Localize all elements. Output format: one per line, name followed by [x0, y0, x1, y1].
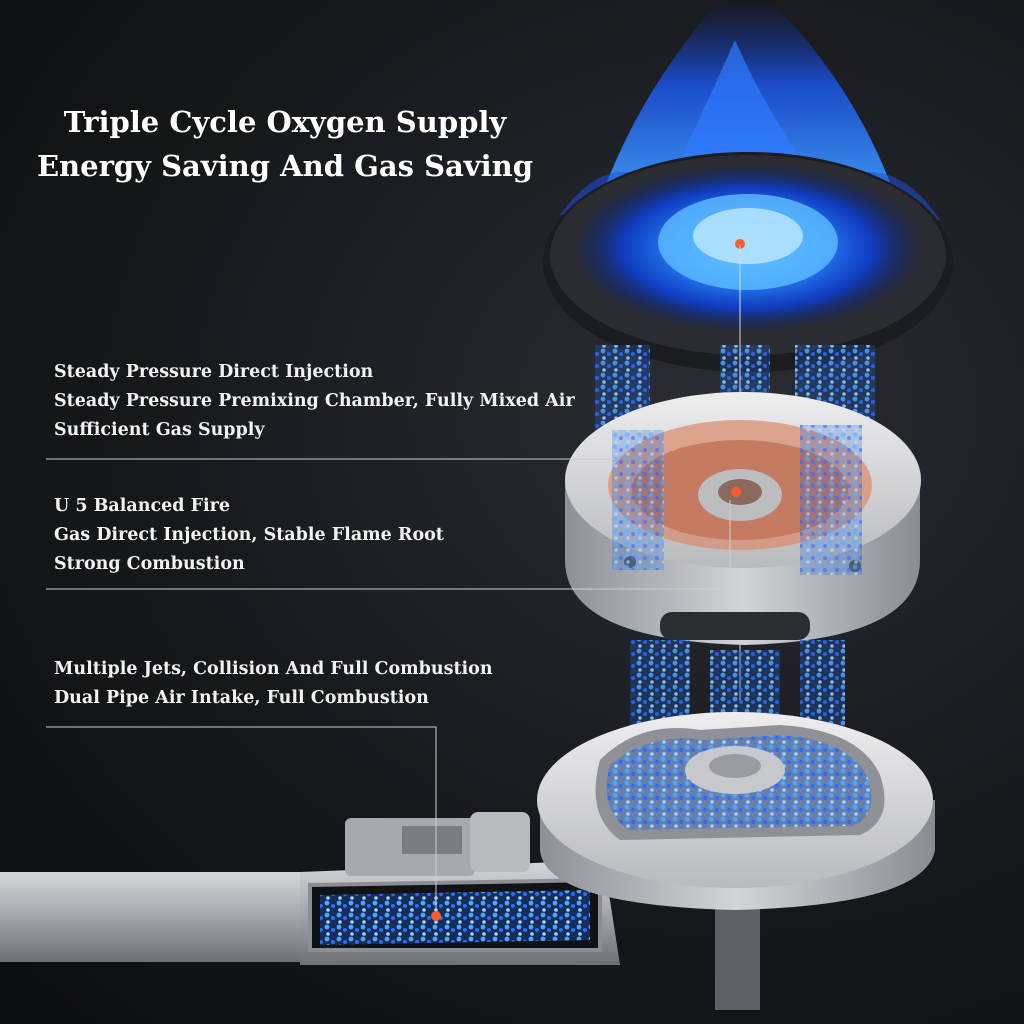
feature-line: U 5 Balanced Fire — [54, 496, 231, 516]
feature-line: Steady Pressure Premixing Chamber, Fully… — [54, 391, 575, 411]
feature-line: Gas Direct Injection, Stable Flame Root — [54, 525, 444, 545]
feature-line: Sufficient Gas Supply — [54, 420, 265, 440]
feature-block-balanced-fire: U 5 Balanced Fire Gas Direct Injection, … — [54, 492, 444, 579]
headline-line-1: Triple Cycle Oxygen Supply — [63, 105, 507, 139]
distributor-icon — [565, 392, 921, 645]
feature-block-injection: Steady Pressure Direct Injection Steady … — [54, 358, 575, 445]
gas-pipe-icon — [0, 712, 935, 1010]
feature-block-multiple-jets: Multiple Jets, Collision And Full Combus… — [54, 655, 493, 713]
feature-line: Dual Pipe Air Intake, Full Combustion — [54, 688, 429, 708]
feature-line: Multiple Jets, Collision And Full Combus… — [54, 659, 493, 679]
headline-line-2: Energy Saving And Gas Saving — [36, 149, 534, 183]
burner-cap-icon — [543, 152, 953, 372]
feature-line: Steady Pressure Direct Injection — [54, 362, 374, 382]
callout-lines — [46, 458, 731, 910]
feature-line: Strong Combustion — [54, 554, 245, 574]
